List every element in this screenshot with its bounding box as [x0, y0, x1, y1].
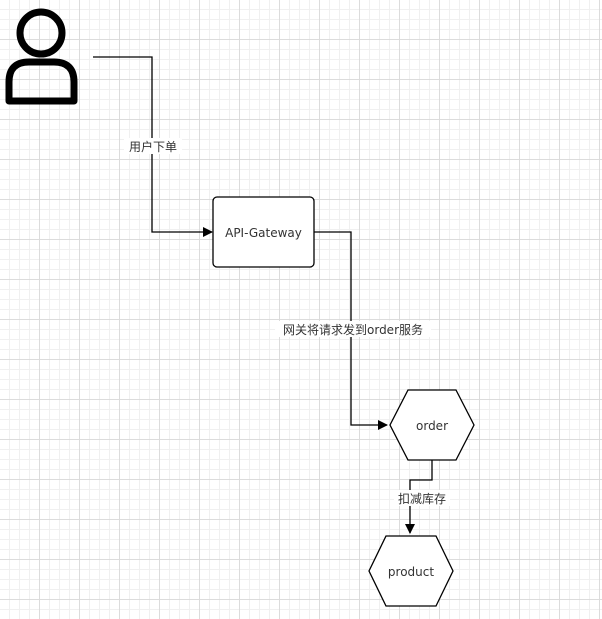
edge-label-bg — [124, 138, 182, 154]
edge-label-bg — [394, 490, 450, 506]
product-service-node[interactable] — [368, 535, 454, 607]
user-icon[interactable] — [5, 8, 78, 105]
edge-label-place-order: 用户下单 — [129, 139, 177, 154]
order-service-label: order — [416, 419, 448, 433]
edge-label-bg — [275, 321, 431, 337]
product-service-label: product — [388, 565, 434, 579]
edge-order-to-product[interactable] — [405, 460, 433, 534]
edge-label-forward-to-order: 网关将请求发到order服务 — [283, 322, 423, 337]
api-gateway-label: API-Gateway — [225, 226, 302, 240]
edge-label-deduct-stock: 扣减库存 — [398, 491, 446, 506]
order-service-node[interactable] — [389, 389, 475, 461]
